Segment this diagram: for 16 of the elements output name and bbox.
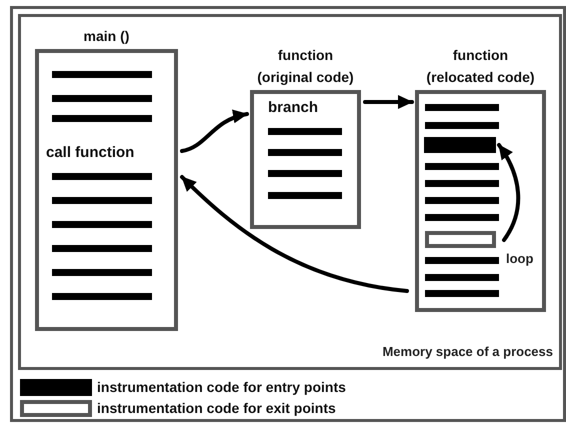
legend-text: instrumentation code for entry points [97,379,346,396]
box-heading: function (original code) [256,46,355,87]
code-label: call function [46,144,134,162]
code-label: branch [268,99,318,117]
memory-space-frame [18,14,562,370]
arrow [497,143,520,242]
entry-code-bar [424,137,496,153]
arrow [363,95,414,109]
arrow [180,175,409,293]
box-heading: function (relocated code) [425,46,536,87]
edge-label: loop [505,251,534,267]
frame-caption: Memory space of a process [382,342,553,361]
arrow [180,110,249,153]
exit-code-bar [425,231,496,248]
box-heading: main () [82,27,130,46]
legend-text: instrumentation code for exit points [97,400,336,417]
